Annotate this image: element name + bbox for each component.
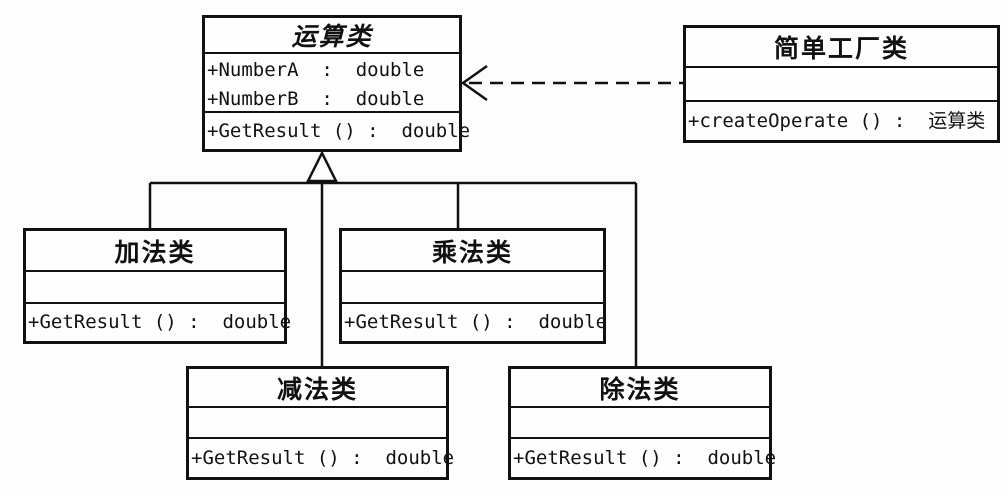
method-getresult: +GetResult () : double (344, 311, 608, 333)
class-methods-division: +GetResult () : double (511, 439, 776, 477)
class-title-addition: 加法类 (26, 231, 284, 272)
class-box-subtraction: 减法类 +GetResult () : double (186, 366, 454, 480)
class-attrs-factory (686, 68, 997, 102)
class-title-operation: 运算类 (205, 18, 459, 54)
class-attrs-multiplication (342, 272, 603, 304)
class-attrs-addition (26, 272, 284, 304)
dependency-open-arrow-icon (460, 64, 488, 102)
attribute-numberb: +NumberB : double (207, 88, 425, 110)
class-title-multiplication: 乘法类 (342, 231, 603, 272)
method-getresult: +GetResult () : double (513, 446, 777, 469)
class-methods-operation: +GetResult () : double (205, 113, 470, 149)
class-methods-multiplication: +GetResult () : double (342, 304, 607, 341)
attribute-numbera: +NumberA : double (207, 59, 425, 81)
method-getresult: +GetResult () : double (207, 119, 471, 142)
class-methods-subtraction: +GetResult () : double (189, 439, 454, 477)
method-getresult: +GetResult () : double (191, 446, 455, 469)
method-createoperate: +createOperate () : 运算类 (688, 109, 986, 132)
class-box-operation: 运算类 +NumberA : double +NumberB : double … (202, 15, 470, 152)
method-getresult: +GetResult () : double (28, 311, 292, 333)
class-box-factory: 简单工厂类 +createOperate () : 运算类 (683, 25, 1000, 143)
class-attrs-operation: +NumberA : double +NumberB : double (205, 54, 459, 113)
class-title-subtraction: 减法类 (189, 369, 446, 408)
class-title-division: 除法类 (511, 369, 769, 408)
class-attrs-subtraction (189, 408, 446, 439)
class-methods-factory: +createOperate () : 运算类 (686, 102, 997, 140)
class-box-multiplication: 乘法类 +GetResult () : double (339, 228, 607, 344)
generalization-triangle-icon (305, 150, 339, 183)
class-box-division: 除法类 +GetResult () : double (508, 366, 776, 480)
class-title-factory: 简单工厂类 (686, 28, 997, 68)
class-attrs-division (511, 408, 769, 439)
class-box-addition: 加法类 +GetResult () : double (23, 228, 291, 344)
class-methods-addition: +GetResult () : double (26, 304, 291, 341)
